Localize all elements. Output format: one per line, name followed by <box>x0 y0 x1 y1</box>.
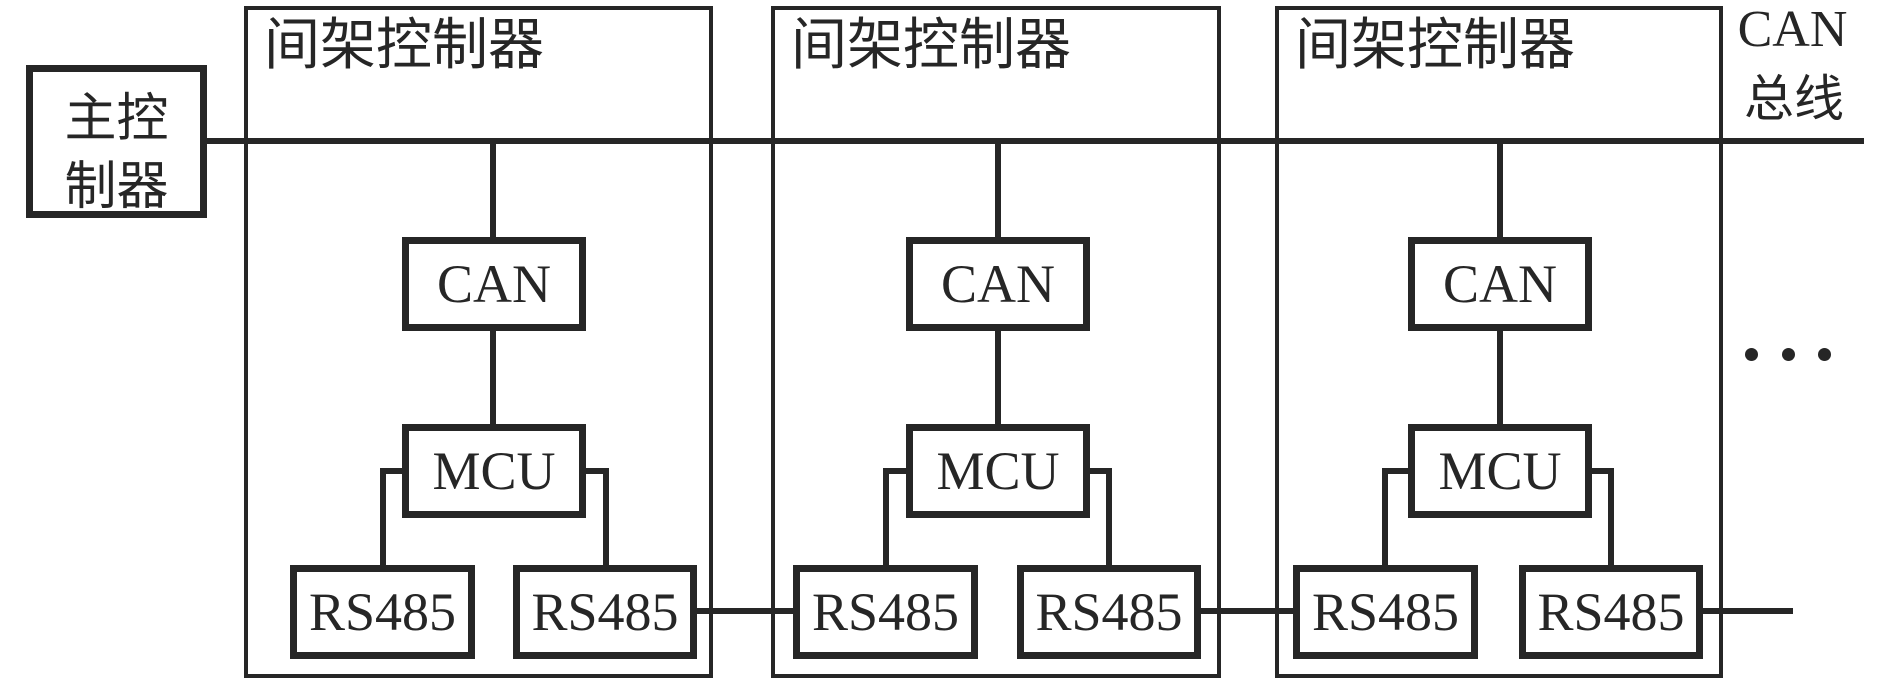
rack-2-mcu: MCU <box>906 424 1090 518</box>
rack-1-mcu-left-link-h <box>380 468 404 474</box>
rack-1-mcu-right-link-h <box>584 468 609 474</box>
rack-1-mcu: MCU <box>402 424 586 518</box>
rack-1-can-mcu-link <box>490 330 496 426</box>
rack-3-bus-drop <box>1497 138 1503 238</box>
rack-1-bus-drop <box>490 138 496 238</box>
rack-1-mcu-label: MCU <box>432 441 556 501</box>
rack-3-mcu-left-link-h <box>1382 468 1410 474</box>
rack-3-mcu: MCU <box>1408 424 1592 518</box>
rack-2-mcu-left-link-h <box>883 468 908 474</box>
can-bus-label-line2: 总线 <box>1744 70 1844 128</box>
rack-2-rs485-right: RS485 <box>1017 565 1201 659</box>
rack-controller-3: 间架控制器 <box>1275 6 1723 678</box>
rack-2-can-label: CAN <box>940 254 1055 314</box>
rack-1-rs485-right: RS485 <box>513 565 697 659</box>
rack-3-mcu-right-link-v <box>1608 468 1614 568</box>
rack-1-rs485-left: RS485 <box>290 565 475 659</box>
can-bus-label-line1: CAN <box>1737 0 1848 58</box>
rack-1-rs485-left-label: RS485 <box>308 582 457 642</box>
rack-1-can-module: CAN <box>402 237 586 331</box>
rs485-link-continuation <box>1701 608 1793 614</box>
rack-controller-1-title: 间架控制器 <box>264 13 544 78</box>
rack-3-can-mcu-link <box>1497 330 1503 426</box>
rack-3-can-label: CAN <box>1442 254 1557 314</box>
rack-2-rs485-right-label: RS485 <box>1035 582 1183 642</box>
rack-3-rs485-left-label: RS485 <box>1311 582 1460 642</box>
rack-3-rs485-left: RS485 <box>1293 565 1478 659</box>
rack-3-mcu-left-link-v <box>1382 468 1388 568</box>
rack-3-can-module: CAN <box>1408 237 1592 331</box>
rack-2-mcu-right-link-h <box>1088 468 1112 474</box>
rack-2-can-mcu-link <box>995 330 1001 426</box>
rack-2-mcu-left-link-v <box>883 468 889 568</box>
rack-1-can-label: CAN <box>436 254 551 314</box>
main-controller-box: 主控 制器 <box>26 65 207 218</box>
rack-2-mcu-label: MCU <box>936 441 1060 501</box>
rack-controller-2-title: 间架控制器 <box>791 13 1071 78</box>
rs485-link-1-2 <box>695 608 793 614</box>
rs485-link-2-3 <box>1199 608 1297 614</box>
ellipsis-dot <box>1745 348 1758 361</box>
rack-2-mcu-right-link-v <box>1106 468 1112 568</box>
rack-1-mcu-left-link-v <box>380 468 386 568</box>
rack-controller-2: 间架控制器 <box>771 6 1221 678</box>
ellipsis-dot <box>1818 348 1831 361</box>
rack-3-mcu-label: MCU <box>1438 441 1562 501</box>
rack-controller-1: 间架控制器 <box>244 6 713 678</box>
rack-3-mcu-right-link-h <box>1590 468 1614 474</box>
rack-1-mcu-right-link-v <box>603 468 609 568</box>
can-bus-segment <box>244 138 713 144</box>
rack-2-bus-drop <box>995 138 1001 238</box>
rack-controller-3-title: 间架控制器 <box>1295 13 1575 78</box>
rack-3-rs485-right: RS485 <box>1519 565 1703 659</box>
main-controller-label-line2: 制器 <box>64 156 169 217</box>
rack-2-rs485-left: RS485 <box>793 565 978 659</box>
continuation-ellipsis <box>1745 348 1835 364</box>
rack-2-can-module: CAN <box>906 237 1090 331</box>
main-controller-label-line1: 主控 <box>64 88 169 149</box>
rack-1-rs485-right-label: RS485 <box>531 582 679 642</box>
rack-2-rs485-left-label: RS485 <box>811 582 960 642</box>
ellipsis-dot <box>1782 348 1795 361</box>
rack-3-rs485-right-label: RS485 <box>1537 582 1685 642</box>
